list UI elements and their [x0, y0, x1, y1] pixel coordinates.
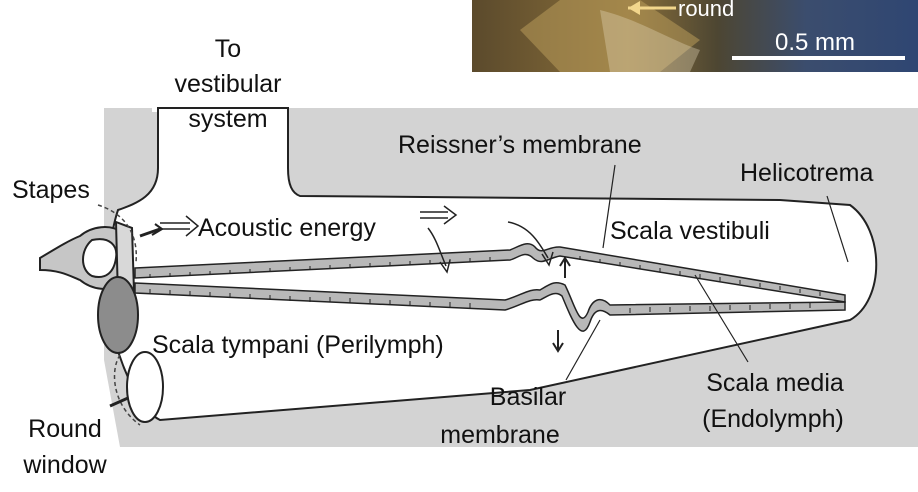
basilar-label-line1: Basilar [490, 383, 566, 411]
stapes-push-arrow [139, 227, 161, 238]
vestibular-label-line3: system [188, 105, 267, 133]
arrow-head-icon [628, 1, 640, 15]
photo-round-label: round [678, 0, 734, 21]
photo-inset: round 0.5 mm [472, 0, 918, 72]
acoustic-energy-label: Acoustic energy [198, 214, 376, 242]
down-arrow-1 [427, 227, 447, 267]
acoustic-arrow-1 [160, 215, 200, 237]
vestibular-label-line1: To [215, 35, 241, 63]
basilar-membrane [134, 282, 846, 332]
round-window-membrane [126, 351, 164, 423]
basilar-label-line2: membrane [440, 421, 560, 449]
scala-media-label-line1: Scala media [706, 369, 844, 397]
scala-tympani-label: Scala tympani (Perilymph) [152, 331, 444, 359]
reissner-ticks [149, 256, 821, 296]
stapes-dashed-arc [97, 204, 138, 263]
scale-bar-label: 0.5 mm [775, 29, 855, 56]
down-arrow-3 [552, 330, 564, 353]
acoustic-arrow-2 [420, 205, 458, 225]
stapes-label: Stapes [12, 176, 90, 204]
reissner-membrane-label: Reissner’s membrane [398, 131, 642, 159]
leader-lines [565, 164, 849, 381]
oval-membrane [97, 276, 139, 354]
scala-media-label-line2: (Endolymph) [702, 405, 844, 433]
vestibular-label-line2: vestibular [175, 70, 282, 98]
round-window-label-line2: window [22, 451, 107, 479]
round-window-label-line1: Round [28, 415, 102, 443]
basilar-ticks [149, 289, 811, 313]
up-arrow [559, 256, 571, 278]
helicotrema-label: Helicotrema [740, 159, 873, 187]
scala-vestibuli-label: Scala vestibuli [610, 217, 770, 245]
down-arrow-2 [507, 221, 549, 259]
round-window-arrow-out [109, 396, 129, 408]
energy-arrows [109, 205, 571, 408]
